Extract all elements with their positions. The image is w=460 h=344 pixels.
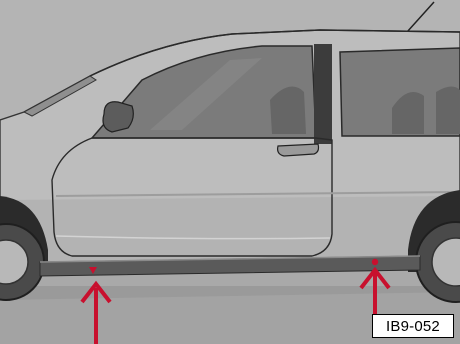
rear-seat-2 bbox=[436, 86, 460, 134]
door-handle bbox=[278, 144, 319, 156]
jacking-point-marker-rear bbox=[372, 259, 378, 265]
b-pillar bbox=[314, 44, 332, 144]
side-mirror bbox=[103, 102, 133, 132]
figure-reference-code: IB9-052 bbox=[372, 314, 454, 338]
